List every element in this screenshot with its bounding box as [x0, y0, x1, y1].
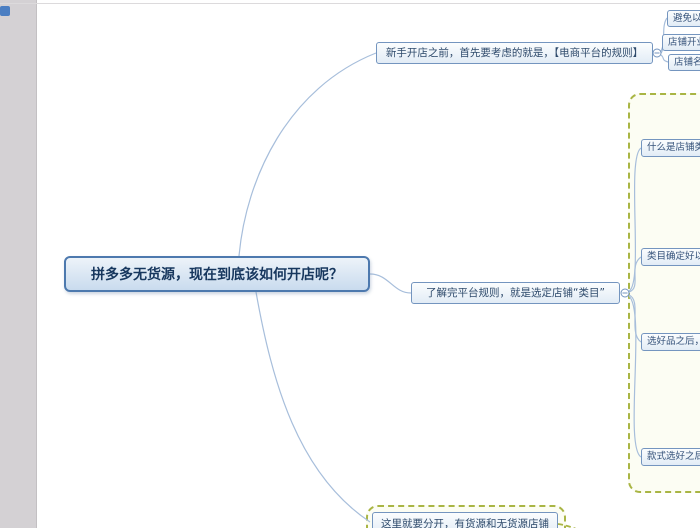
- canvas-left-margin: [0, 0, 37, 528]
- subtopic-category-3[interactable]: 选好品之后，就: [641, 333, 700, 351]
- subtopic-category-1[interactable]: 什么是店铺类目: [641, 139, 700, 157]
- root-topic[interactable]: 拼多多无货源，现在到底该如何开店呢？: [64, 256, 370, 292]
- subtopic-category-4[interactable]: 款式选好之后，: [641, 448, 700, 466]
- wire-root-to-split: [255, 291, 371, 523]
- wire-root-to-category: [369, 273, 412, 294]
- topic-select-category[interactable]: 了解完平台规则，就是选定店铺“类目”: [411, 282, 620, 304]
- canvas-top-edge: [0, 3, 700, 4]
- subtopic-category-2[interactable]: 类目确定好以后: [641, 248, 700, 266]
- corner-toolbar-chip: [0, 6, 10, 16]
- topic-source-split[interactable]: 这里就要分开，有货源和无货源店铺: [372, 512, 558, 528]
- collapse-handle-rules[interactable]: [652, 48, 662, 58]
- subtopic-rules-3[interactable]: 店铺名称: [668, 54, 700, 71]
- topic-platform-rules[interactable]: 新手开店之前，首先要考虑的就是，【电商平台的规则】: [376, 42, 653, 64]
- subtopic-rules-2[interactable]: 店铺开业: [662, 34, 700, 51]
- wire-root-to-rules: [238, 52, 377, 257]
- wire-rules-child-3: [660, 54, 669, 63]
- subtopic-rules-1[interactable]: 避免以后: [667, 10, 700, 27]
